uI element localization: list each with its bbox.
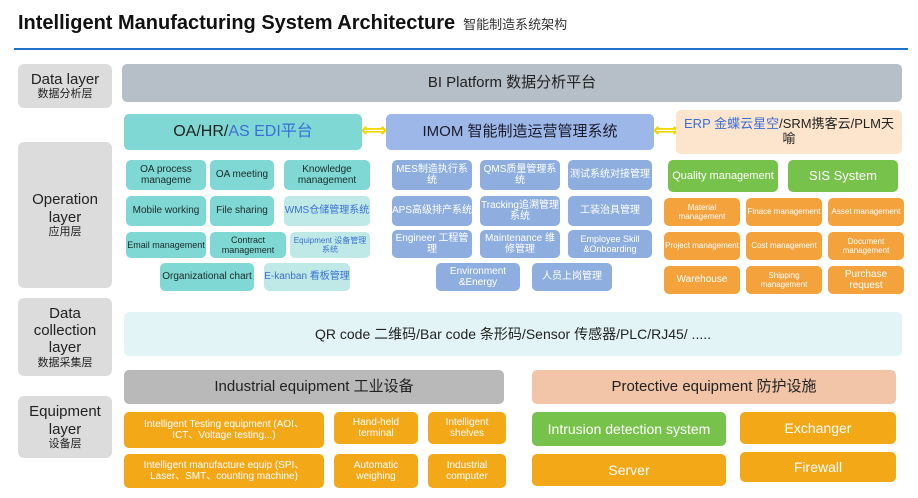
layer-label-en: Data layer: [30, 71, 100, 89]
oa-header-part-b: AS EDI平台: [228, 122, 313, 140]
mes-box: MES制造执行系统: [392, 160, 472, 190]
e-kanban-box: E-kanban 看板管理: [264, 263, 350, 291]
erp-header: ERP 金蝶云星空/SRM携客云/PLM天喻: [676, 110, 902, 154]
data-collection-bar: QR code 二维码/Bar code 条形码/Sensor 传感器/PLC/…: [124, 312, 902, 356]
automatic-weighing-box: Automatic weighing: [334, 454, 418, 488]
layer-label-equipment: Equipment layer 设备层: [18, 396, 112, 458]
title-en: Intelligent Manufacturing System Archite…: [18, 12, 456, 34]
erp-header-part-b: 金蝶云星空: [714, 116, 780, 132]
sis-system-box: SIS System: [788, 160, 898, 192]
document-management-box: Document management: [828, 232, 904, 260]
quality-management-box: Quality management: [668, 160, 778, 192]
email-management-box: Email management: [126, 232, 206, 258]
warehouse-box: Warehouse: [664, 266, 740, 294]
cost-management-box: Cost management: [746, 232, 822, 260]
imom-header: IMOM 智能制造运营管理系统: [386, 114, 654, 150]
engineer-box: Engineer 工程管理: [392, 230, 472, 258]
file-sharing-box: File sharing: [210, 196, 274, 226]
title-cn: 智能制造系统架构: [463, 17, 568, 32]
handheld-terminal-box: Hand-held terminal: [334, 412, 418, 444]
industrial-equipment-header: Industrial equipment 工业设备: [124, 370, 504, 404]
layer-label-en: Operation layer: [32, 191, 98, 226]
layer-label-cn: 应用层: [48, 225, 82, 238]
layer-label-data: Data layer 数据分析层: [18, 64, 112, 108]
equipment-management-box: Equipment 设备管理系统: [290, 232, 370, 258]
finance-management-box: Finace management: [746, 198, 822, 226]
knowledge-management-box: Knowledge management: [284, 160, 370, 190]
wms-box: WMS仓储管理系统: [284, 196, 370, 226]
tracking-box: Tracking追溯管理系统: [480, 196, 560, 226]
environment-energy-box: Environment &Energy: [436, 263, 520, 291]
intelligent-testing-box: Intelligent Testing equipment (AOI、ICT、V…: [124, 412, 324, 448]
fixture-management-box: 工装治具管理: [568, 196, 652, 226]
bidirectional-arrow-icon: ⟺: [361, 119, 387, 140]
bidirectional-arrow-icon: ⟺: [653, 119, 679, 140]
purchase-request-box: Purchase request: [828, 266, 904, 294]
oa-meeting-box: OA meeting: [210, 160, 274, 190]
exchanger-box: Exchanger: [740, 412, 896, 444]
project-management-box: Project management: [664, 232, 740, 260]
intrusion-detection-box: Intrusion detection system: [532, 412, 726, 446]
server-box: Server: [532, 454, 726, 486]
layer-label-cn: 设备层: [48, 437, 82, 450]
aps-box: APS高级排产系统: [392, 196, 472, 226]
layer-label-en: Data collection layer: [33, 304, 97, 357]
layer-label-cn: 数据分析层: [37, 88, 93, 101]
maintenance-box: Maintenance 维修管理: [480, 230, 560, 258]
intelligent-shelves-box: Intelligent shelves: [428, 412, 506, 444]
asset-management-box: Asset management: [828, 198, 904, 226]
layer-label-collection: Data collection layer 数据采集层: [18, 298, 112, 376]
material-management-box: Material management: [664, 198, 740, 226]
oa-header: OA/HR/AS EDI平台: [124, 114, 362, 150]
test-system-box: 测试系统对接管理: [568, 160, 652, 190]
erp-header-part-a: ERP: [684, 116, 715, 132]
title-divider: [14, 48, 908, 50]
erp-header-part-c: /SRM携客云/PLM天喻: [779, 116, 894, 146]
intelligent-manufacture-box: Intelligent manufacture equip (SPI、Laser…: [124, 454, 324, 488]
shipping-management-box: Shipping management: [746, 266, 822, 294]
page-title: Intelligent Manufacturing System Archite…: [18, 12, 567, 35]
employee-skill-box: Employee Skill &Onboarding: [568, 230, 652, 258]
mobile-working-box: Mobile working: [126, 196, 206, 226]
staff-onduty-box: 人员上岗管理: [532, 263, 612, 291]
organizational-chart-box: Organizational chart: [160, 263, 254, 291]
oa-header-part-a: OA/HR/: [173, 122, 229, 140]
contract-management-box: Contract management: [210, 232, 286, 258]
layer-label-cn: 数据采集层: [37, 356, 93, 369]
oa-process-box: OA process manageme: [126, 160, 206, 190]
bi-platform-bar: BI Platform 数据分析平台: [122, 64, 902, 102]
layer-label-en: Equipment layer: [29, 403, 101, 438]
protective-equipment-header: Protective equipment 防护设施: [532, 370, 896, 404]
qms-box: QMS质量管理系统: [480, 160, 560, 190]
industrial-computer-box: Industrial computer: [428, 454, 506, 488]
layer-label-operation: Operation layer 应用层: [18, 142, 112, 288]
firewall-box: Firewall: [740, 452, 896, 482]
